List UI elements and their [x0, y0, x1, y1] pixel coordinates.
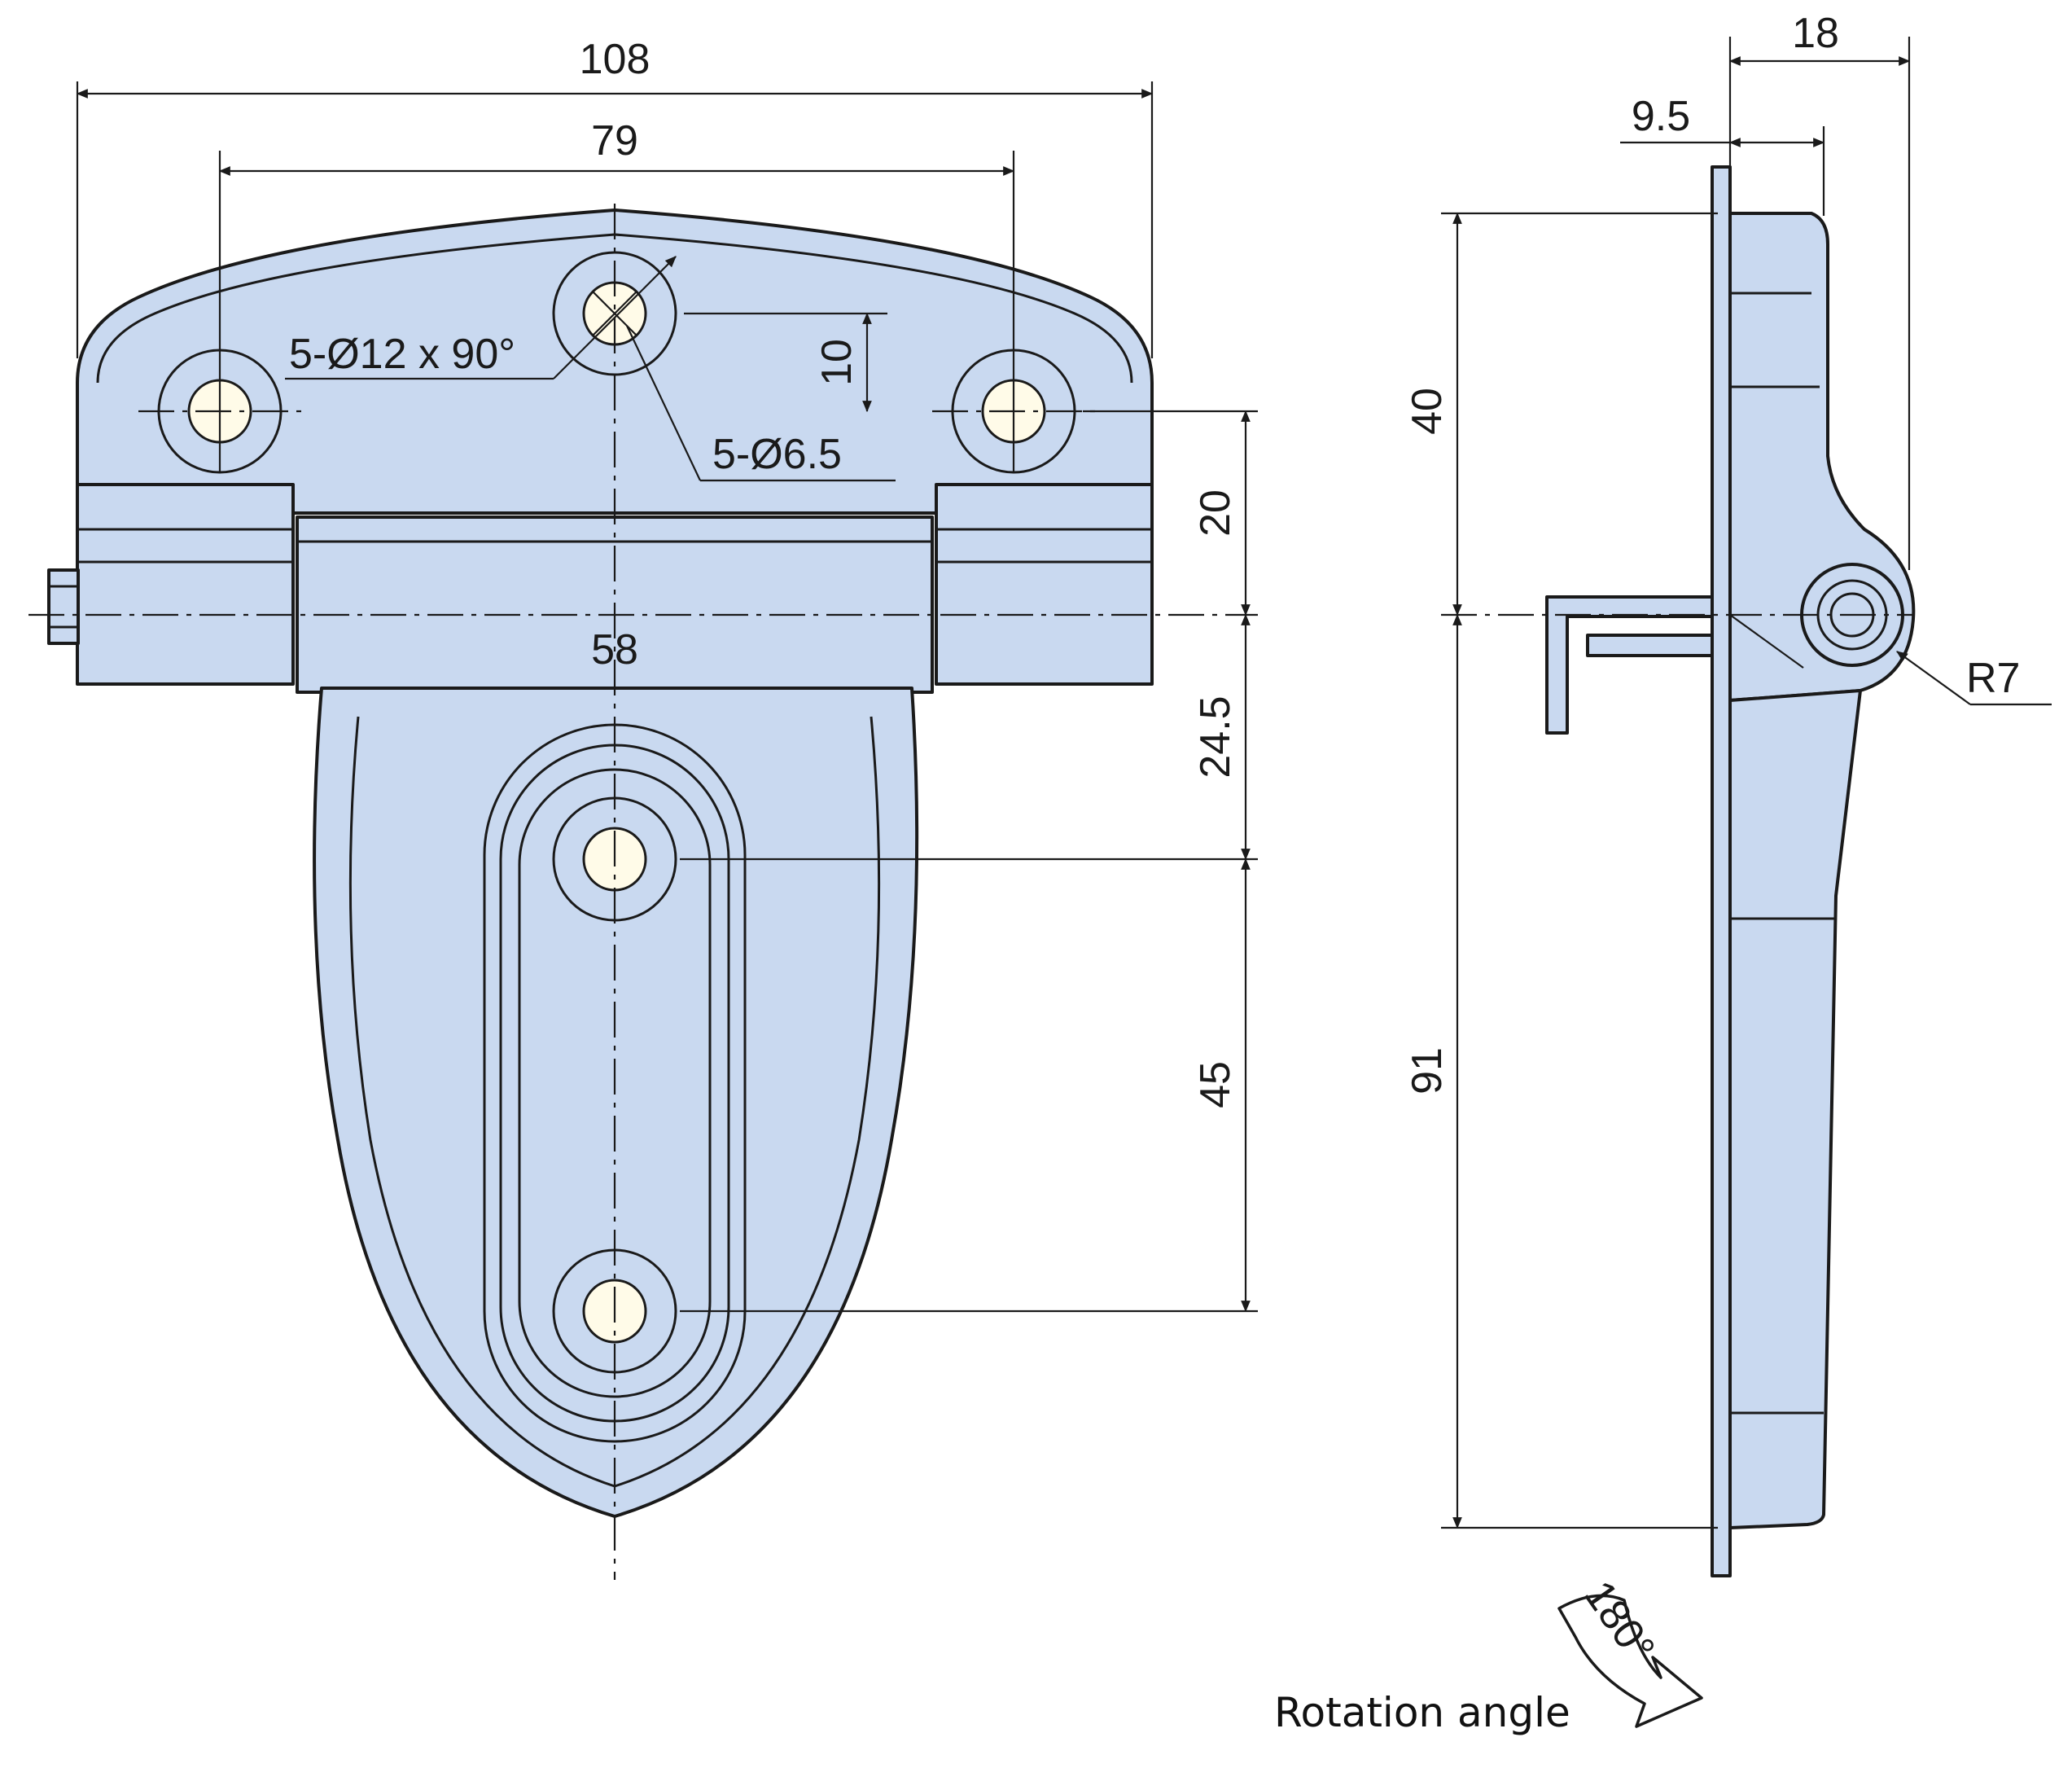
- dim-upper-height: 40: [1404, 388, 1451, 435]
- lower-leaf: [313, 687, 919, 1518]
- slot-boss-inner: [518, 768, 712, 1398]
- side-bracket-upper: [1545, 595, 1714, 735]
- dim-radius: R7: [1966, 655, 2020, 702]
- pin-end: [47, 568, 80, 645]
- knuckle-right: [935, 483, 1154, 686]
- dim-total-depth: 18: [1792, 10, 1839, 57]
- front-view: 108 79 5-Ø12 x 90° 5-Ø6.5 10 58 20 24.5 …: [28, 36, 1258, 1580]
- dim-hole-spacing: 79: [591, 117, 638, 165]
- dim-knuckle-width: 58: [591, 626, 638, 673]
- dim-axis-to-slot-hole: 24.5: [1192, 695, 1239, 778]
- callout-hole-diameter: 5-Ø6.5: [712, 431, 842, 478]
- dim-top-hole-to-axis: 20: [1192, 489, 1239, 537]
- dim-overall-width: 108: [580, 36, 651, 83]
- side-bracket-lower: [1586, 634, 1714, 657]
- rotation-arrow-icon: [1557, 1594, 1703, 1728]
- side-lower-leaf: [1728, 689, 1862, 1529]
- rotation-indicator: 180° Rotation angle: [1274, 1573, 1703, 1736]
- knuckle-left: [76, 483, 295, 686]
- side-back-plate: [1711, 165, 1732, 1577]
- side-view: 18 9.5 40 91 R7: [1404, 10, 2052, 1577]
- dim-leaf-offset: 9.5: [1632, 93, 1690, 140]
- rotation-label: Rotation angle: [1274, 1689, 1570, 1736]
- dim-slot-hole-spacing: 45: [1192, 1061, 1239, 1108]
- dim-lower-height: 91: [1404, 1047, 1451, 1095]
- dim-hole-offset: 10: [813, 339, 861, 386]
- callout-countersink: 5-Ø12 x 90°: [289, 331, 515, 378]
